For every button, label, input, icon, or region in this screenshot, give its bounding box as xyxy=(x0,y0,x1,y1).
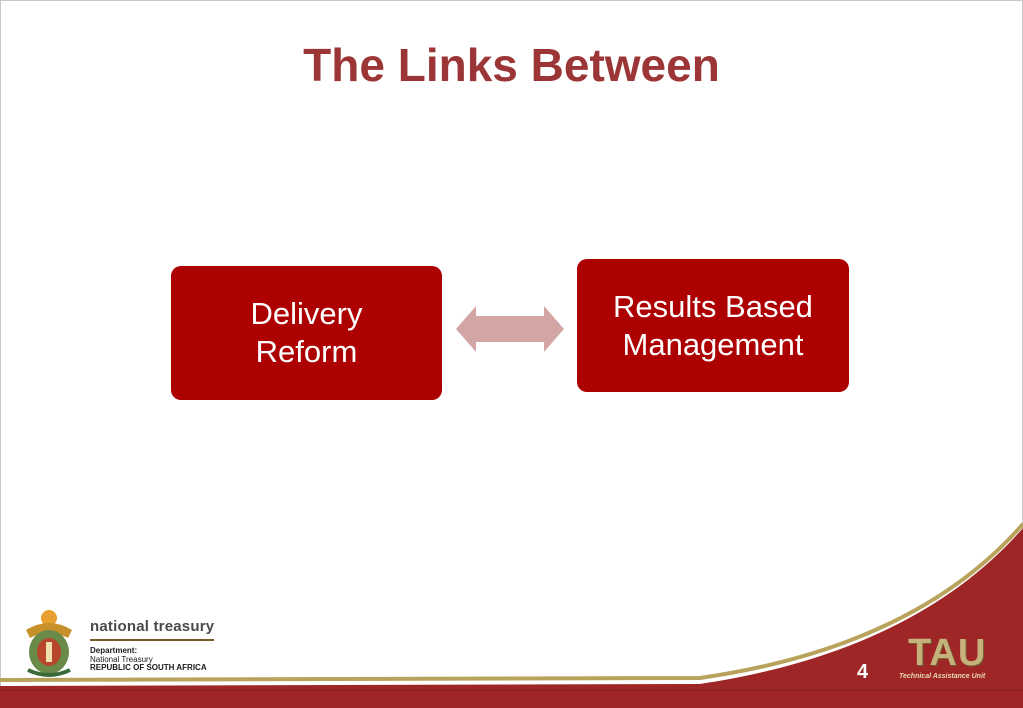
department-label: Department: xyxy=(90,646,138,655)
country-name: REPUBLIC OF SOUTH AFRICA xyxy=(90,663,207,672)
double-arrow-icon xyxy=(456,306,564,352)
results-based-management-box: Results Based Management xyxy=(577,259,849,392)
page-number: 4 xyxy=(857,661,869,683)
national-treasury-brand: national treasury xyxy=(90,618,215,635)
slide-title: The Links Between xyxy=(303,39,720,91)
tau-logo: TAU xyxy=(908,632,987,674)
delivery-reform-box: Delivery Reform xyxy=(171,266,442,400)
department-name: National Treasury xyxy=(90,655,153,664)
coat-of-arms-icon xyxy=(26,610,72,677)
tau-subtitle: Technical Assistance Unit xyxy=(899,673,986,680)
brand-divider xyxy=(90,639,214,641)
